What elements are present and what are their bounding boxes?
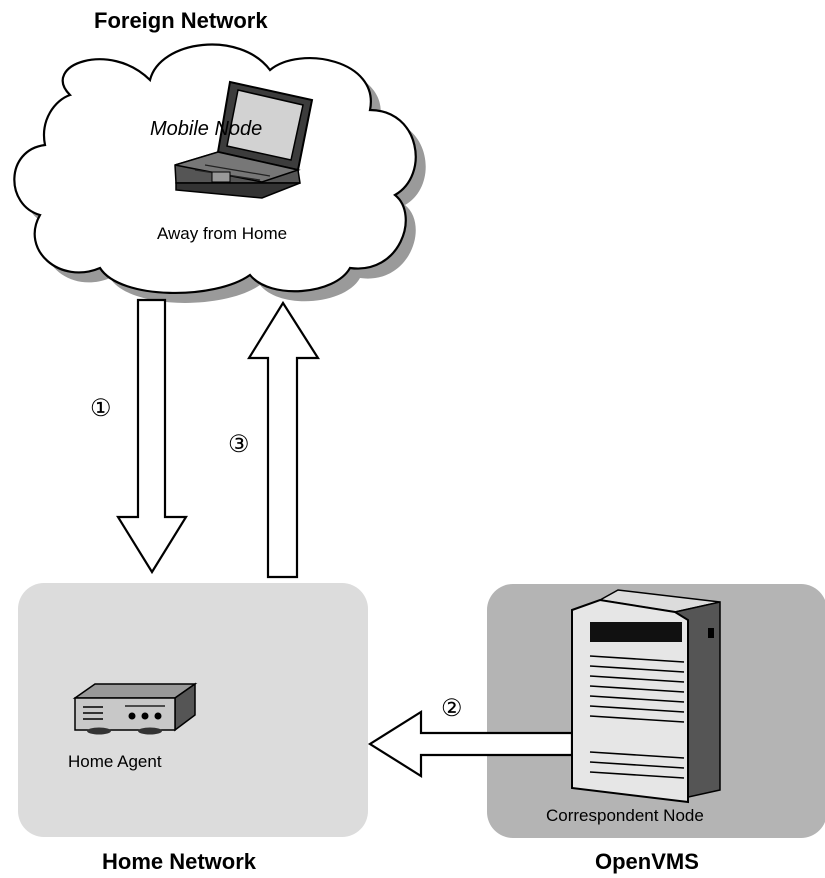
arrow-step-1 (116, 298, 188, 575)
router-icon (72, 682, 198, 735)
step-1-marker: ① (90, 395, 112, 422)
home-agent-label: Home Agent (68, 752, 162, 771)
laptop-icon (174, 80, 314, 199)
arrow-step-2-body (367, 710, 574, 778)
server-icon (571, 589, 721, 804)
step-2-marker: ② (441, 695, 463, 722)
openvms-title: OpenVMS (595, 849, 699, 874)
mobile-node-label: Mobile Node (150, 118, 263, 140)
foreign-network-title: Foreign Network (94, 8, 268, 33)
arrow-step-3 (247, 300, 321, 579)
home-network-title: Home Network (102, 849, 257, 874)
away-from-home-label: Away from Home (157, 224, 288, 243)
step-3-marker: ③ (228, 431, 250, 458)
correspondent-node-label: Correspondent Node (546, 806, 704, 825)
